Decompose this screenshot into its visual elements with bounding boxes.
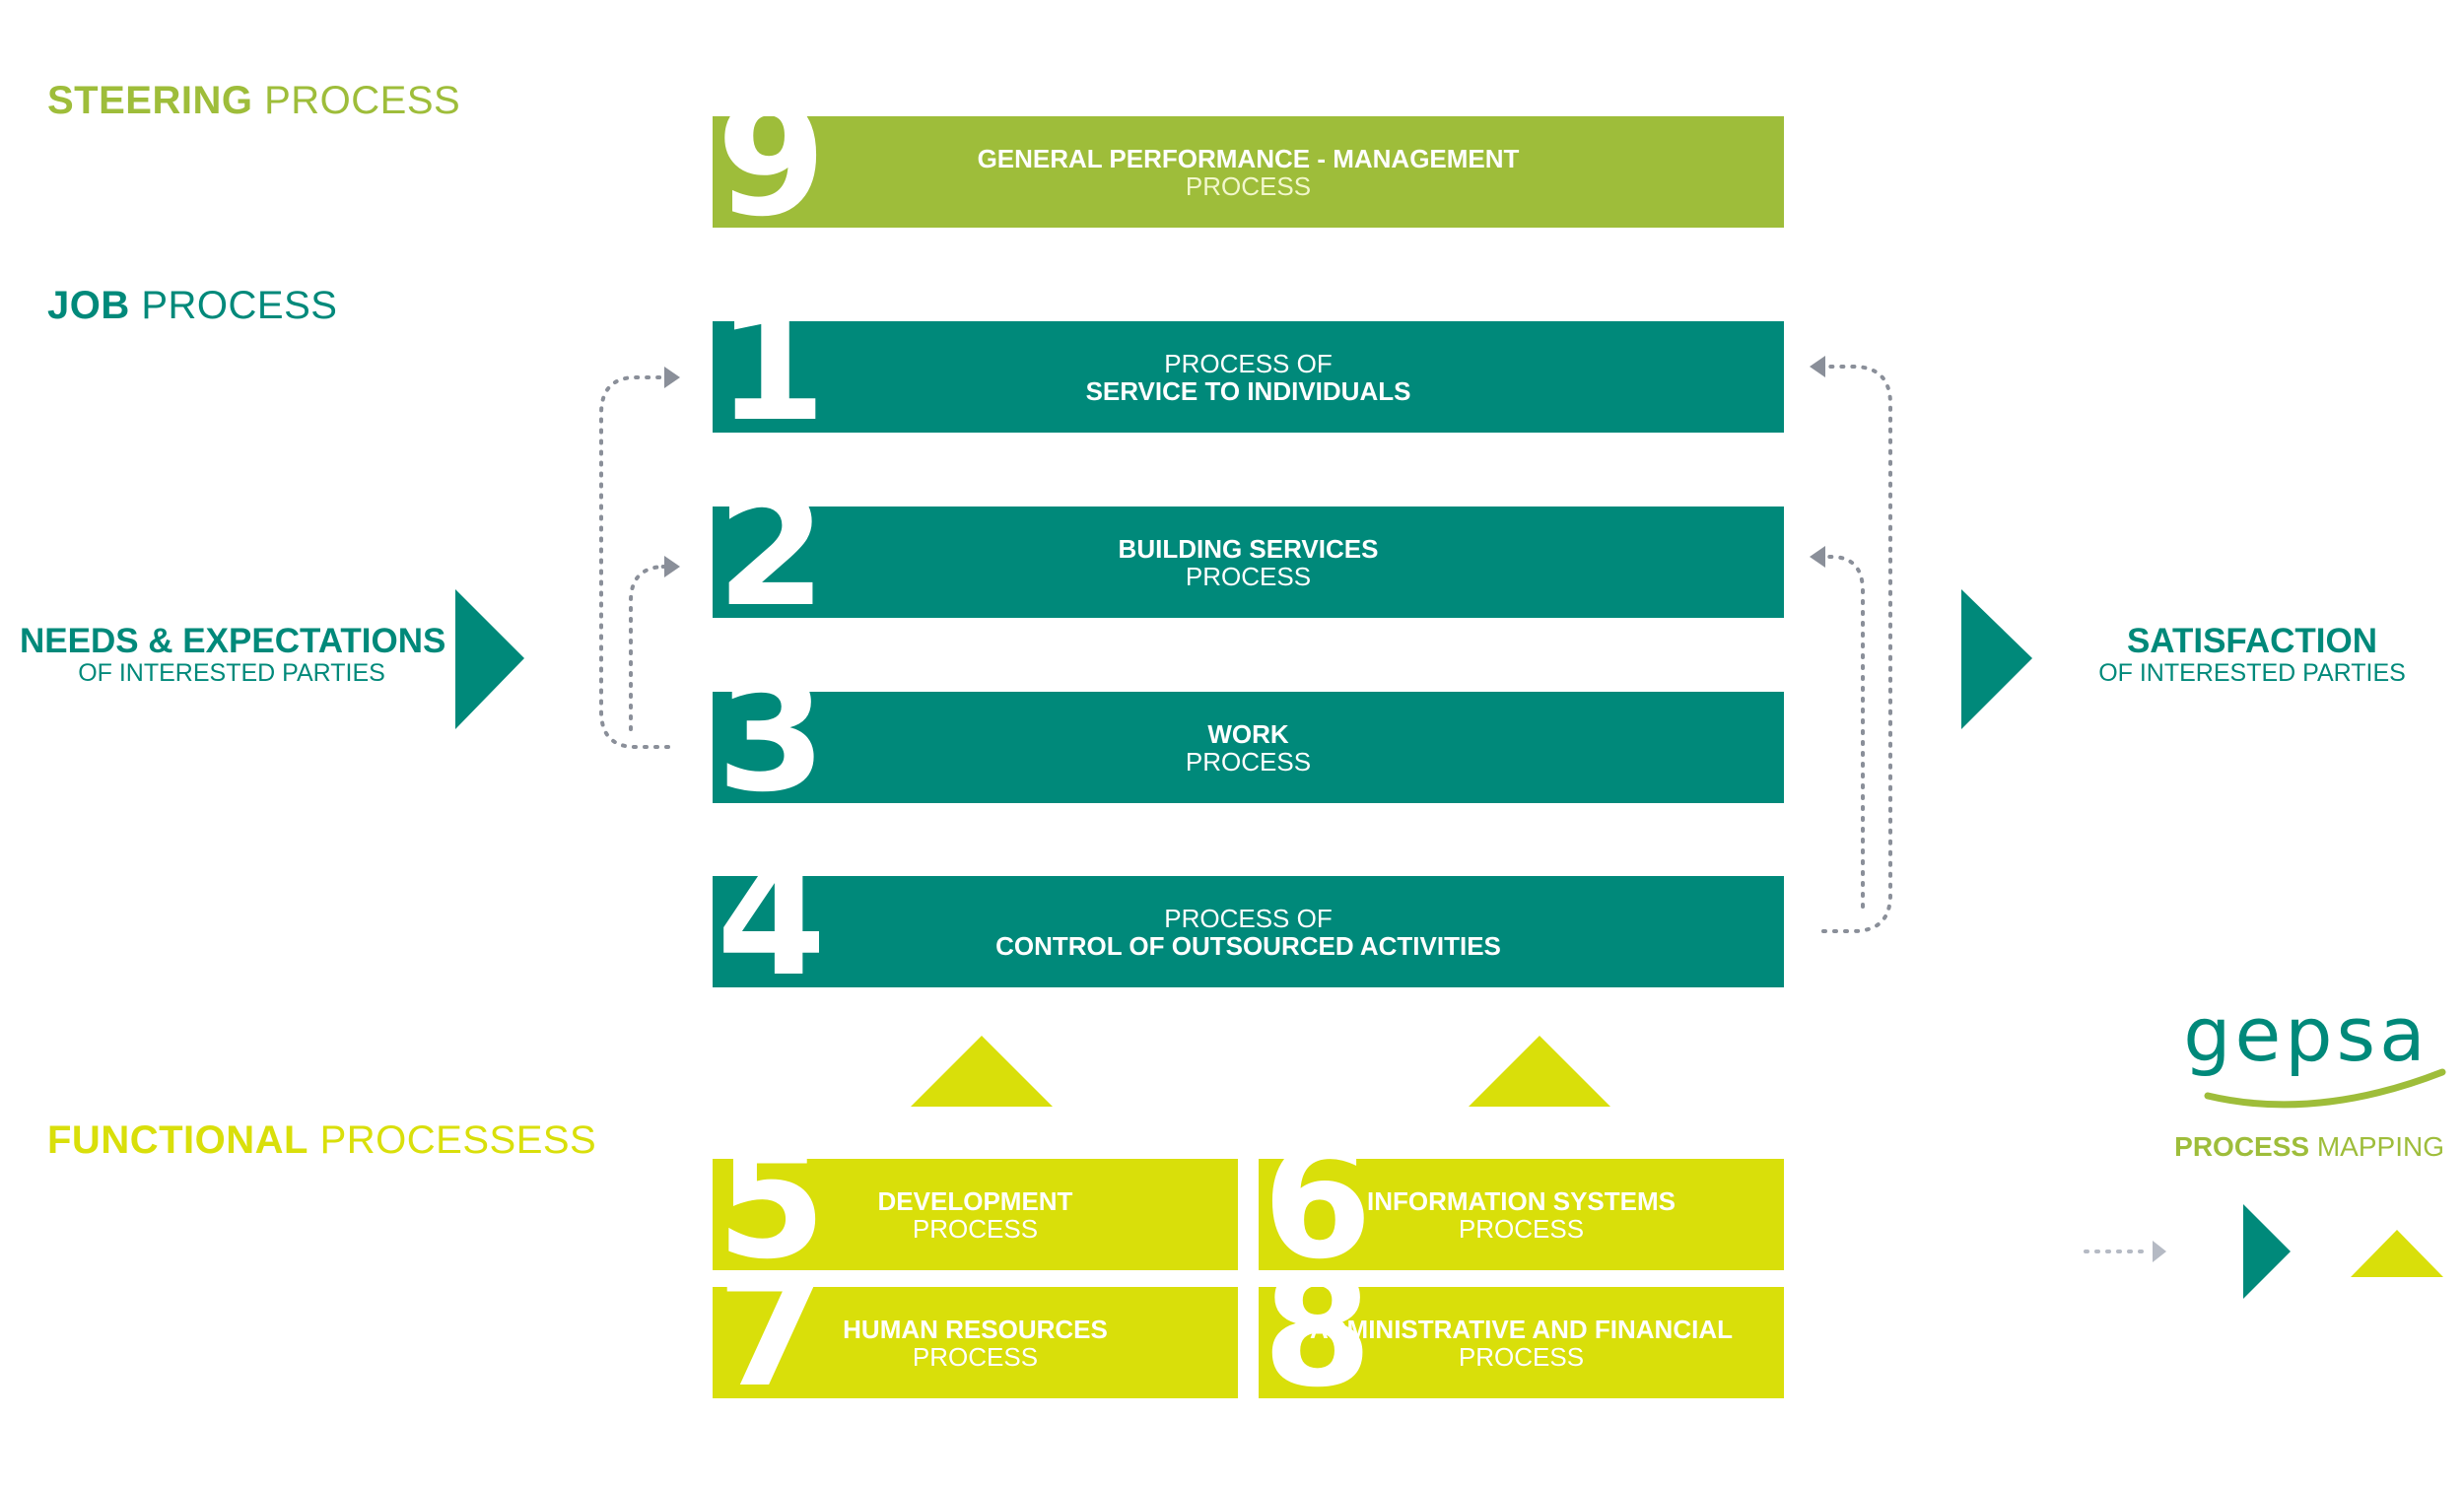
legend-triangle-icon [2351,1230,2443,1277]
process-2-title: BUILDING SERVICES [1118,533,1379,564]
legend-bold: PROCESS [2174,1131,2310,1162]
process-5-subtitle: PROCESS [912,1213,1039,1244]
process-9-subtitle: PROCESS [1185,170,1312,201]
process-number-3: 3 [717,692,827,803]
process-number-2: 2 [717,507,827,618]
satisfaction-subtitle: OF INTERESTED PARTIES [2098,659,2406,687]
process-7-title: HUMAN RESOURCES [843,1314,1108,1344]
process-box-3: 3 WORK PROCESS [713,692,1784,803]
process-box-7: 7 HUMAN RESOURCES PROCESS [713,1287,1238,1398]
process-7-subtitle: PROCESS [912,1341,1039,1372]
functional-label-rest: PROCESSESS [308,1118,597,1162]
right-inner-dotted-loop [1826,555,1865,909]
legend-dotted-arrowhead-icon [2153,1241,2166,1262]
process-8-title: ADMINISTRATIVE AND FINANCIAL [1310,1314,1733,1344]
logo-swoosh [2204,1068,2446,1109]
process-4-subtitle: CONTROL OF OUTSOURCED ACTIVITIES [995,930,1501,961]
process-5-title: DEVELOPMENT [877,1185,1073,1216]
steering-label-rest: PROCESS [252,79,461,122]
input-arrow-icon [455,589,524,729]
process-box-8: 8 ADMINISTRATIVE AND FINANCIAL PROCESS [1259,1287,1784,1398]
legend-arrow-icon [2243,1204,2291,1299]
process-4-title: PROCESS OF [1164,903,1333,933]
process-3-subtitle: PROCESS [1185,746,1312,777]
process-6-subtitle: PROCESS [1458,1213,1585,1244]
needs-subtitle: OF INTERESTED PARTIES [78,659,385,687]
satisfaction-label: SATISFACTION OF INTERESTED PARTIES [2070,622,2434,688]
process-mapping-label: PROCESS MAPPING [2149,1131,2444,1163]
process-9-title: GENERAL PERFORMANCE - MANAGEMENT [977,143,1520,173]
process-box-6: 6 INFORMATION SYSTEMS PROCESS [1259,1159,1784,1270]
process-box-9: 9 GENERAL PERFORMANCE - MANAGEMENT PROCE… [713,116,1784,228]
process-number-8: 8 [1263,1287,1373,1398]
right-outer-arrowhead-icon [1810,356,1825,377]
functional-process-label: FUNCTIONAL PROCESSESS [47,1118,596,1163]
process-number-6: 6 [1263,1159,1373,1270]
process-6-title: INFORMATION SYSTEMS [1367,1185,1676,1216]
functional-label-bold: FUNCTIONAL [47,1118,308,1162]
left-outer-dotted-loop [599,375,670,749]
process-box-4: 4 PROCESS OF CONTROL OF OUTSOURCED ACTIV… [713,876,1784,987]
gepsa-logo: gepsa [2163,997,2449,1072]
right-inner-arrowhead-icon [1810,546,1825,568]
process-number-1: 1 [717,321,827,433]
process-box-1: 1 PROCESS OF SERVICE TO INDIVIDUALS [713,321,1784,433]
right-outer-dotted-loop [1821,365,1892,933]
job-process-label: JOB PROCESS [47,284,337,328]
process-number-4: 4 [717,876,827,987]
steering-label-bold: STEERING [47,79,253,122]
job-label-rest: PROCESS [129,284,338,327]
legend-rest: MAPPING [2309,1131,2444,1162]
process-box-5: 5 DEVELOPMENT PROCESS [713,1159,1238,1270]
process-box-2: 2 BUILDING SERVICES PROCESS [713,507,1784,618]
left-inner-arrowhead-icon [664,556,680,577]
process-1-subtitle: SERVICE TO INDIVIDUALS [1085,375,1411,406]
steering-process-label: STEERING PROCESS [47,79,460,123]
satisfaction-title: SATISFACTION [2126,622,2378,660]
logo-text: gepsa [2183,990,2430,1078]
left-inner-dotted-loop [629,565,666,731]
needs-expectations-label: NEEDS & EXPECTATIONS OF INTERESTED PARTI… [20,622,446,688]
support-triangle-right-icon [1469,1036,1610,1107]
process-number-5: 5 [717,1159,827,1270]
output-arrow-icon [1961,589,2032,729]
support-triangle-left-icon [911,1036,1053,1107]
process-number-9: 9 [717,116,827,228]
process-2-subtitle: PROCESS [1185,561,1312,591]
process-1-title: PROCESS OF [1164,348,1333,378]
left-outer-arrowhead-icon [664,367,680,388]
process-8-subtitle: PROCESS [1458,1341,1585,1372]
process-number-7: 7 [717,1287,827,1398]
process-3-title: WORK [1207,718,1289,749]
job-label-bold: JOB [47,284,130,327]
needs-title: NEEDS & EXPECTATIONS [20,622,446,660]
